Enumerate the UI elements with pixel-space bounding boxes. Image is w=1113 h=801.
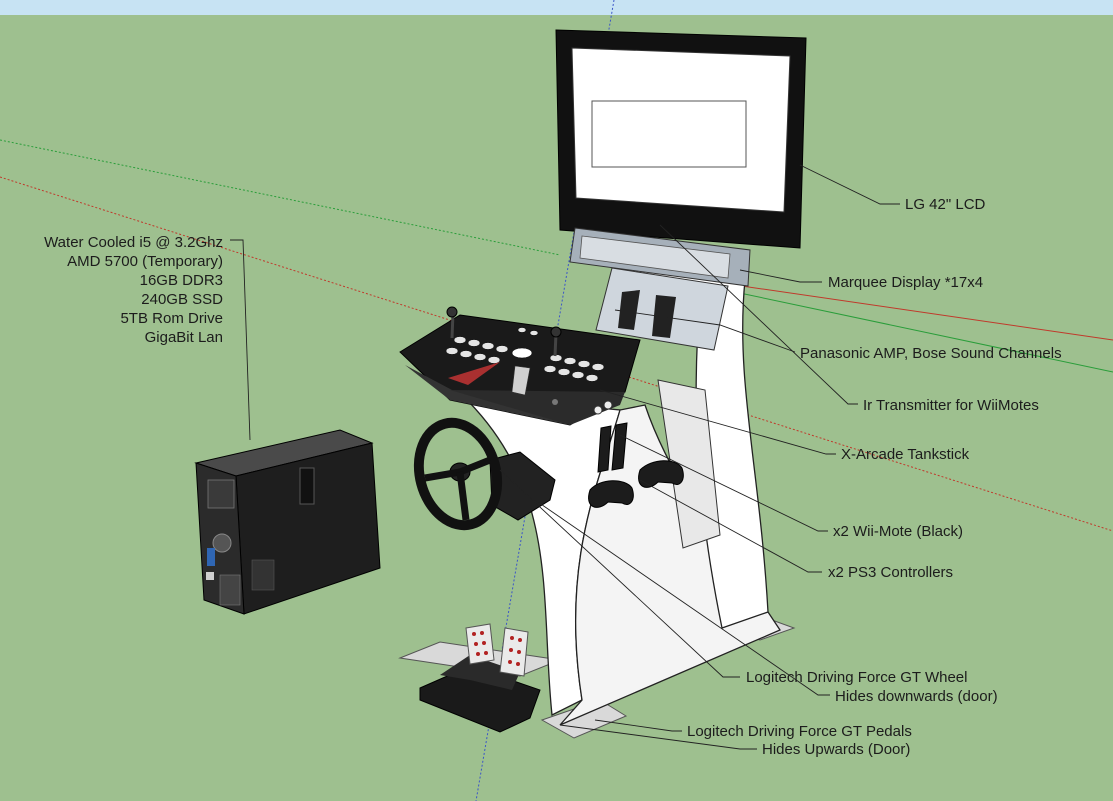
marquee-label: Marquee Display *17x4 [828,274,984,291]
pc-spec-line: 16GB DDR3 [139,272,223,289]
wheel-label: Logitech Driving Force GT Wheel [746,669,968,686]
lcd-label: LG 42" LCD [905,196,986,213]
amp-label: Panasonic AMP, Bose Sound Channels [800,345,1062,362]
pedals-label: Logitech Driving Force GT Pedals [687,723,912,740]
ps3-label: x2 PS3 Controllers [828,564,954,581]
ir-transmitter-label: Ir Transmitter for WiiMotes [863,397,1039,414]
tankstick-label: X-Arcade Tankstick [841,446,970,463]
control-panel [399,306,641,426]
marquee-display [569,227,751,287]
red-axis-dashed [0,176,1113,532]
pc-specs-label: Water Cooled i5 @ 3.2Ghz AMD 5700 (Tempo… [20,233,223,347]
pedals-door-label: Hides Upwards (Door) [762,741,911,758]
wii-motes [597,422,628,473]
green-axis-dashed [0,139,561,256]
pc-spec-line: GigaBit Lan [144,329,223,346]
ps3-controllers [588,460,684,508]
pc-spec-line: Water Cooled i5 @ 3.2Ghz [44,234,223,251]
pc-spec-line: AMD 5700 (Temporary) [67,253,223,270]
wiimote-label: x2 Wii-Mote (Black) [833,523,964,540]
red-axis-solid [734,284,1113,341]
pc-tower [194,429,381,615]
green-axis-solid [734,291,1113,373]
pedals [419,623,541,733]
pc-spec-line: 5TB Rom Drive [120,310,223,327]
wheel-door-label: Hides downwards (door) [835,688,998,705]
lcd-monitor [555,29,807,249]
sky-band [0,0,1113,15]
pc-spec-line: 240GB SSD [141,291,223,308]
leader-lines [230,164,900,750]
